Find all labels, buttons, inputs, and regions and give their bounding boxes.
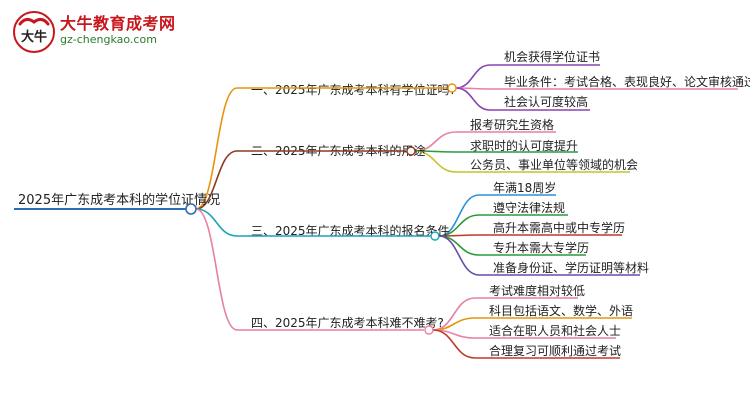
- leaf-label: 适合在职人员和社会人士: [489, 323, 621, 338]
- leaf-node[interactable]: 专升本需大专学历: [479, 240, 589, 256]
- leaf-label: 科目包括语文、数学、外语: [489, 303, 633, 318]
- leaf-label: 遵守法律法规: [493, 200, 565, 215]
- branch-to-leaf-link: [438, 235, 480, 276]
- leaf-node[interactable]: 报考研究生资格: [456, 117, 556, 133]
- branch-node-2[interactable]: 二、2025年广东成考本科的用途: [237, 143, 426, 158]
- leaf-node[interactable]: 科目包括语文、数学、外语: [475, 303, 633, 319]
- leaf-label: 高升本需高中或中专学历: [493, 220, 625, 235]
- branch-connector-dot-2: [406, 146, 416, 156]
- logo-mark-text: 大牛: [21, 29, 47, 45]
- branch-connector-dot-1: [447, 83, 457, 93]
- branch-to-leaf-link: [414, 150, 457, 173]
- logo-title: 大牛教育成考网: [60, 14, 176, 33]
- leaf-node[interactable]: 高升本需高中或中专学历: [479, 220, 625, 236]
- leaf-label: 机会获得学位证书: [504, 49, 600, 64]
- branch-node-4[interactable]: 四、2025年广东成考本科难不难考?: [237, 316, 444, 335]
- leaf-label: 公务员、事业单位等领域的机会: [470, 157, 638, 172]
- leaf-label: 报考研究生资格: [470, 117, 554, 132]
- branch-connector-dot-3: [430, 231, 440, 241]
- root-to-branch-link: [195, 87, 238, 210]
- branch-to-leaf-link: [438, 235, 480, 256]
- root-to-branch-link: [195, 208, 238, 237]
- branch-label-1: 一、2025年广东成考本科有学位证吗?: [251, 82, 456, 97]
- leaf-label: 合理复习可顺利通过考试: [489, 343, 621, 358]
- bull-logo-icon: 大牛: [13, 11, 55, 53]
- leaf-node[interactable]: 适合在职人员和社会人士: [475, 323, 621, 339]
- branch-to-leaf-link: [432, 329, 476, 359]
- leaf-label: 社会认可度较高: [504, 94, 588, 109]
- leaf-label: 年满18周岁: [493, 180, 556, 195]
- leaf-node[interactable]: 公务员、事业单位等领域的机会: [456, 157, 638, 173]
- root-to-branch-link: [195, 150, 238, 210]
- branch-node-3[interactable]: 三、2025年广东成考本科的报名条件: [237, 223, 450, 241]
- branch-label-4: 四、2025年广东成考本科难不难考?: [251, 316, 444, 330]
- leaf-node[interactable]: 合理复习可顺利通过考试: [475, 343, 621, 359]
- leaf-node[interactable]: 求职时的认可度提升: [456, 138, 578, 153]
- logo-url: gz-chengkao.com: [60, 33, 157, 46]
- leaf-label: 毕业条件：考试合格、表现良好、论文审核通过: [504, 74, 750, 89]
- mindmap-links: [195, 64, 491, 359]
- leaf-label: 求职时的认可度提升: [470, 138, 578, 153]
- leaf-node[interactable]: 考试难度相对较低: [475, 283, 585, 299]
- branch-node-1[interactable]: 一、2025年广东成考本科有学位证吗?: [237, 82, 457, 97]
- root-label: 2025年广东成考本科的学位证情况: [18, 192, 220, 208]
- root-to-branch-link: [195, 208, 238, 331]
- leaf-node[interactable]: 准备身份证、学历证明等材料: [479, 260, 649, 276]
- branch-connector-dot-4: [424, 325, 434, 335]
- leaf-node[interactable]: 遵守法律法规: [479, 200, 568, 216]
- leaf-label: 准备身份证、学历证明等材料: [493, 260, 649, 275]
- leaf-node[interactable]: 机会获得学位证书: [490, 49, 600, 66]
- leaf-node[interactable]: 社会认可度较高: [490, 94, 590, 111]
- branch-to-leaf-link: [455, 64, 491, 89]
- leaf-node[interactable]: 年满18周岁: [479, 180, 556, 196]
- branch-label-3: 三、2025年广东成考本科的报名条件: [251, 223, 450, 238]
- branch-to-leaf-link: [455, 87, 491, 111]
- leaf-label: 考试难度相对较低: [489, 283, 585, 298]
- root-connector-dot: [185, 203, 197, 215]
- root-node[interactable]: 2025年广东成考本科的学位证情况: [14, 192, 220, 215]
- leaf-label: 专升本需大专学历: [493, 240, 589, 255]
- site-logo[interactable]: 大牛 大牛教育成考网 gz-chengkao.com: [12, 8, 182, 56]
- leaf-node[interactable]: 毕业条件：考试合格、表现良好、论文审核通过: [490, 74, 750, 90]
